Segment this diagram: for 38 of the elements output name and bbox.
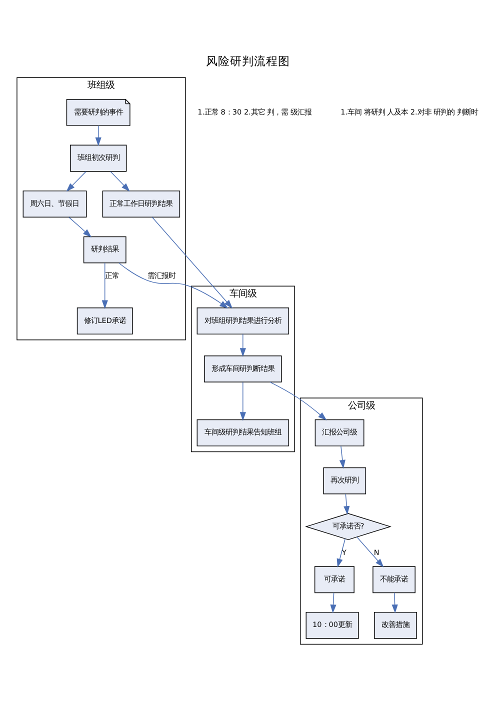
arrow: [68, 216, 92, 237]
arrow: [330, 592, 336, 613]
node-box: 正常工作日研判结果: [102, 190, 180, 217]
node-box: 汇报公司级: [314, 418, 364, 446]
node-box: 对班组研判结果进行分析: [196, 307, 290, 334]
node-box: 改善措施: [374, 611, 417, 638]
node-box: 不能承诺: [372, 566, 416, 593]
arrow: [270, 381, 327, 420]
label: 1.正常 8：30 2.其它 判，需 级汇报: [198, 106, 312, 116]
node-box: 车间级研判结果告知班组: [196, 418, 290, 446]
arrow: [339, 445, 346, 468]
node-box: 10：00更新: [306, 611, 359, 638]
edge-label: 需汇报时: [148, 270, 176, 280]
arrow: [95, 124, 102, 146]
edge-label: 正常: [105, 270, 120, 280]
arrow: [392, 592, 398, 613]
arrow: [110, 170, 130, 192]
arrow: [240, 381, 246, 420]
node-box: 可承诺: [314, 566, 354, 593]
node-box: 研判结果: [83, 236, 126, 263]
arrow: [66, 170, 86, 192]
diagram-title: 风险研判流程图: [206, 54, 290, 68]
arrow: [152, 216, 233, 308]
arrow: [356, 536, 384, 567]
node-box: 班组初次研判: [70, 144, 127, 172]
node-diamond: 可承诺否?: [305, 512, 392, 540]
label: 1.车间 将研判 人及本 2.对非 研判的 判断时: [340, 106, 478, 116]
node-box: 形成车间研判断结果: [204, 355, 282, 382]
arrow: [344, 493, 350, 514]
arrow: [336, 538, 346, 567]
edge-label: Y: [342, 547, 346, 556]
arrow: [240, 333, 246, 356]
node-box: 修订LED承诺: [76, 307, 133, 334]
arrow: [118, 262, 228, 308]
node-box: 再次研判: [323, 466, 366, 494]
arrow: [102, 262, 108, 308]
edge-label: N: [374, 547, 380, 556]
node-box: 周六日、节假日: [22, 190, 87, 217]
